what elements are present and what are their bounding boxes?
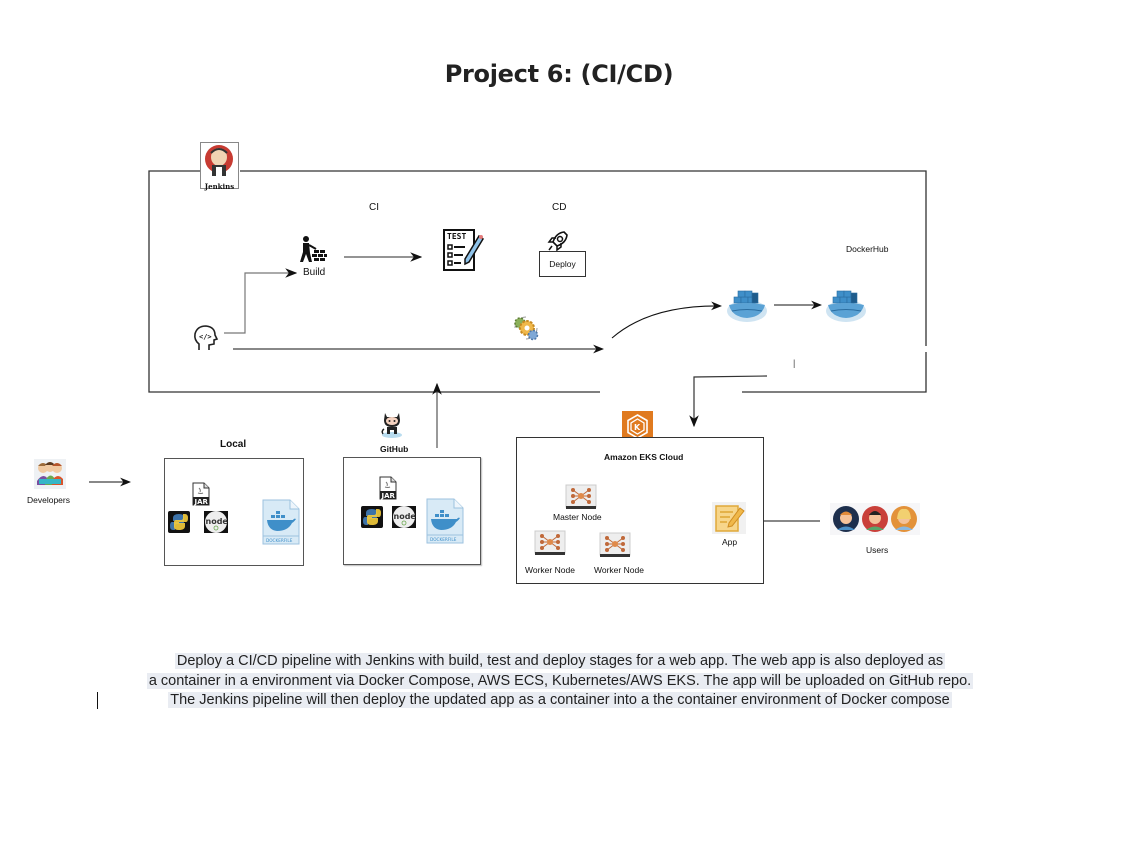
stray-mark: | (793, 358, 796, 368)
nodejs-icon[interactable]: node (392, 506, 416, 533)
description-line-1: Deploy a CI/CD pipeline with Jenkins wit… (174, 653, 946, 669)
svg-text:</>: </> (199, 333, 212, 341)
users-label: Users (866, 545, 889, 555)
jar-file-icon[interactable]: JAR (192, 482, 210, 511)
github-octocat-icon (379, 409, 405, 439)
developer-code-head-icon: </> (193, 324, 219, 352)
arrow-to-build (224, 268, 298, 334)
developers-icon (34, 459, 66, 489)
dockerhub-label: DockerHub (846, 244, 889, 254)
cd-label: CD (552, 202, 567, 213)
github-title: GitHub (380, 444, 409, 454)
gears-icon (511, 313, 541, 343)
python-icon[interactable] (168, 511, 190, 538)
build-label: Build (303, 267, 326, 278)
nodejs-icon[interactable]: node (204, 511, 228, 538)
app-icon[interactable] (712, 502, 746, 534)
python-icon[interactable] (361, 506, 383, 533)
worker-node-icon[interactable] (534, 530, 566, 556)
project-description: Deploy a CI/CD pipeline with Jenkins wit… (60, 652, 1060, 711)
build-stage[interactable] (298, 235, 328, 263)
worker-node-icon[interactable] (599, 532, 631, 558)
svg-text:DOCKERFILE: DOCKERFILE (430, 537, 457, 542)
test-text: TEST (447, 232, 466, 241)
jenkins-logo: Jenkins (200, 142, 239, 191)
description-line-3: The Jenkins pipeline will then deploy th… (168, 692, 952, 708)
local-title: Local (220, 439, 247, 450)
page-title: Project 6: (CI/CD) (444, 60, 674, 88)
jar-file-icon[interactable]: JAR (379, 476, 397, 505)
builder-icon (300, 236, 327, 262)
dockerfile-icon[interactable]: DOCKERFILE (426, 498, 464, 549)
docker-container-icon[interactable] (726, 287, 768, 323)
deploy-stage[interactable]: Deploy (539, 251, 586, 277)
jenkins-frame (240, 170, 927, 346)
svg-text:K: K (634, 423, 641, 432)
deploy-label: Deploy (549, 259, 576, 269)
worker-node-label-2: Worker Node (594, 565, 644, 575)
rocket-icon (546, 229, 570, 253)
arrow-curve-to-docker (611, 301, 723, 339)
master-node-icon[interactable] (565, 484, 597, 510)
arrow-dockerhub-to-eks (689, 375, 768, 428)
svg-text:DOCKERFILE: DOCKERFILE (266, 538, 293, 543)
jenkins-logo-icon (205, 145, 233, 176)
app-label: App (722, 537, 738, 547)
jenkins-frame-left (148, 170, 600, 393)
users-icon (830, 503, 920, 535)
master-node-label: Master Node (553, 512, 602, 522)
worker-node-label-1: Worker Node (525, 565, 575, 575)
svg-text:JAR: JAR (381, 492, 396, 500)
dockerfile-icon[interactable]: DOCKERFILE (262, 499, 300, 550)
svg-text:JAR: JAR (194, 498, 209, 506)
jenkins-frame-bottom-right (742, 352, 927, 393)
test-checklist-icon: TEST (443, 229, 484, 271)
developers-label: Developers (27, 495, 70, 505)
ci-label: CI (369, 202, 379, 213)
svg-text:node: node (394, 512, 417, 521)
text-cursor (97, 692, 98, 709)
test-stage[interactable]: TEST (441, 228, 487, 272)
svg-text:node: node (206, 517, 229, 526)
eks-title: Amazon EKS Cloud (604, 452, 684, 462)
aws-eks-logo-icon: K (622, 411, 653, 442)
jenkins-label: Jenkins (204, 182, 235, 191)
dockerhub-icon[interactable] (825, 287, 867, 323)
description-line-2: a container in a environment via Docker … (146, 672, 974, 689)
